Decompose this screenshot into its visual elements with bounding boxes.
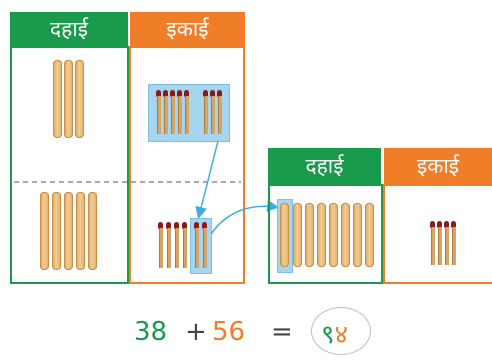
ten-stick: [76, 192, 85, 270]
ten-stick: [353, 203, 362, 267]
right-ones-header-label: इकाई: [416, 154, 460, 178]
left-ones-header-label: इकाई: [166, 17, 209, 41]
result-value: ९४ ९४: [321, 315, 348, 351]
result-digit-tens: ९: [321, 320, 335, 350]
ten-stick: [52, 192, 61, 270]
ten-stick: [305, 203, 314, 267]
matchstick-highlight-top: [148, 84, 230, 142]
operand-2: 56: [212, 317, 246, 347]
plus-sign: +: [185, 317, 207, 347]
right-tens-header: दहाई: [268, 148, 381, 184]
right-ones-column: [383, 184, 492, 284]
right-ones-header: इकाई: [384, 148, 492, 184]
result-circle: [311, 307, 371, 355]
left-tens-header-label: दहाई: [49, 17, 89, 41]
left-ones-header: इकाई: [130, 12, 245, 46]
ten-stick: [293, 203, 302, 267]
result-digit-ones: ४: [334, 320, 349, 350]
ten-stick: [75, 60, 84, 138]
ten-stick: [53, 60, 62, 138]
ten-stick: [64, 60, 73, 138]
ten-stick: [341, 203, 350, 267]
ten-stick: [365, 203, 374, 267]
right-tens-header-label: दहाई: [305, 154, 344, 178]
right-tens-column: [268, 184, 383, 284]
operand-1: 38: [134, 317, 168, 347]
ten-stick: [40, 192, 49, 270]
ten-stick: [280, 203, 289, 267]
ten-stick: [329, 203, 338, 267]
ten-stick: [88, 192, 97, 270]
ten-stick: [64, 192, 73, 270]
left-tens-column: [10, 46, 129, 284]
ten-stick: [317, 203, 326, 267]
equals-sign: =: [271, 317, 293, 347]
left-tens-header: दहाई: [10, 12, 128, 46]
left-ones-column: [129, 46, 245, 284]
